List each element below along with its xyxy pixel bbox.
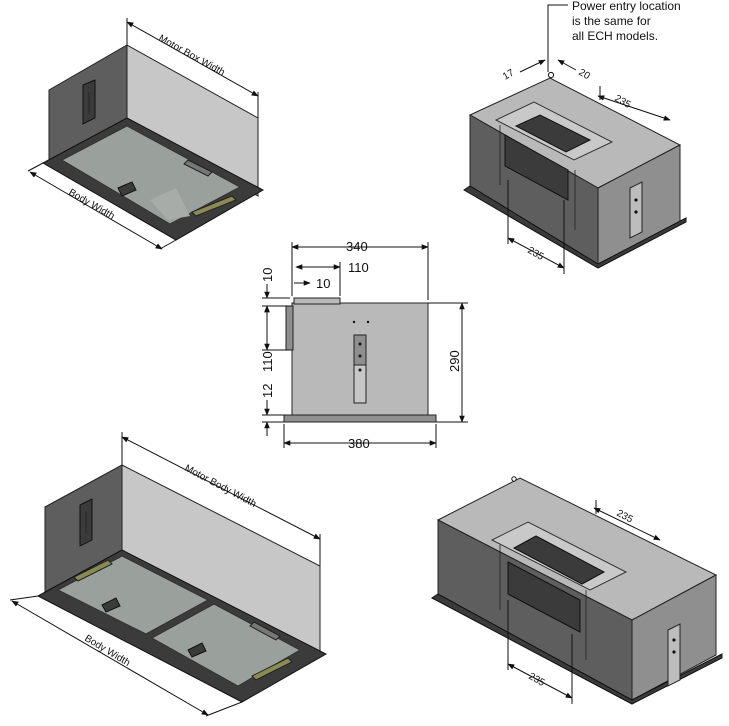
dimension-110-vertical: 110 — [260, 351, 275, 372]
base-flange — [283, 414, 437, 423]
motor-outlet — [512, 535, 606, 585]
dimension-290: 290 — [447, 350, 462, 372]
dimension-235-side-bottom: 235 — [527, 671, 547, 689]
mounting-bracket — [667, 623, 681, 687]
power-entry-note-line1: Power entry location — [572, 0, 681, 13]
power-entry-note-line2: is the same for — [572, 14, 651, 28]
top-left-isometric-view: Motor Box Width Body Width — [27, 18, 265, 250]
power-entry-note-line3: all ECH models. — [572, 29, 658, 43]
dimension-380: 380 — [348, 436, 370, 451]
power-entry-point — [547, 71, 555, 79]
dimension-340: 340 — [346, 239, 368, 254]
dimension-110-top: 110 — [348, 260, 369, 275]
dimension-235-top: 235 — [613, 93, 633, 111]
mounting-bracket — [629, 181, 643, 239]
dimension-20: 20 — [577, 67, 593, 82]
top-right-isometric-view: Power entry location is the same for all… — [463, 0, 687, 274]
front-elevation-view: 340 110 10 10 110 12 290 380 — [260, 239, 468, 451]
dimension-235-side: 235 — [526, 245, 546, 263]
dimension-10-vertical: 10 — [260, 268, 275, 282]
dimension-12: 12 — [260, 384, 275, 398]
bottom-right-isometric-view: 235 235 — [431, 476, 723, 705]
motor-outlet — [514, 114, 592, 153]
bottom-left-isometric-view: Motor Body Width Body Width — [9, 432, 328, 717]
dimension-235-top-bottom: 235 — [615, 508, 635, 526]
dimension-10-horizontal: 10 — [316, 276, 330, 291]
dimension-17: 17 — [501, 67, 517, 82]
